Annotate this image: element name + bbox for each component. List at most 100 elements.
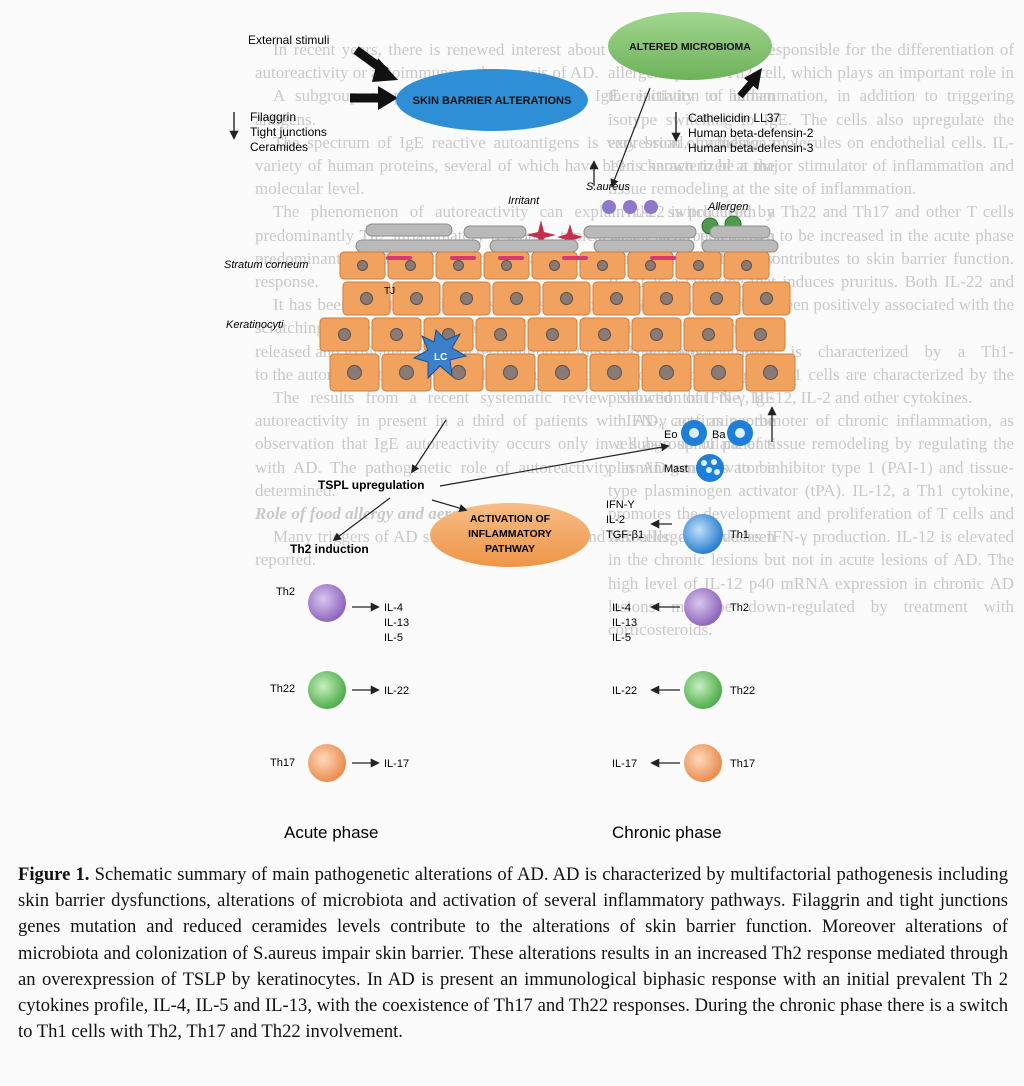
- keratinocyte-nucleus: [510, 292, 523, 305]
- chronic-il13: IL-13: [612, 617, 637, 629]
- keratinocyte-nucleus: [660, 292, 673, 305]
- keratinocyte-nucleus: [650, 328, 663, 341]
- keratinocyte-layer: [319, 251, 796, 392]
- acute-il13: IL-13: [384, 617, 409, 629]
- keratinocyte-nucleus: [405, 260, 416, 271]
- ceramides-label: Ceramides: [250, 140, 308, 154]
- mast-cell-icon: [696, 454, 724, 482]
- eo-label: Eo: [664, 429, 677, 441]
- tj-label: TJ: [384, 286, 395, 297]
- acute-th17-label: Th17: [270, 757, 295, 769]
- connector-arrow: [439, 443, 670, 487]
- altered-microbioma-ellipse: [608, 12, 772, 80]
- keratinocyte-nucleus: [451, 365, 466, 380]
- stimuli-arrow-icon: [353, 46, 398, 82]
- filaggrin-label: Filaggrin: [250, 110, 296, 124]
- figure-caption: Figure 1. Schematic summary of main path…: [18, 862, 1008, 1045]
- chronic-th17-label: Th17: [730, 758, 755, 770]
- chronic-th2-cell-icon: [684, 588, 722, 626]
- th1-cell-icon: [683, 514, 723, 554]
- keratinocyte-nucleus: [711, 365, 726, 380]
- keratinocyte-nucleus: [390, 328, 403, 341]
- connector-arrow: [610, 87, 651, 188]
- keratinocyte-nucleus: [710, 292, 723, 305]
- mast-label: Mast: [664, 463, 688, 475]
- tight-junction-markers: [386, 256, 676, 260]
- skin-barrier-ellipse: [396, 69, 588, 131]
- saureus-label: S.aureus: [586, 181, 631, 193]
- keratinocyte-nucleus: [659, 365, 674, 380]
- keratinocyte-nucleus: [754, 328, 767, 341]
- th1-cytokine-il2: IL-2: [606, 514, 625, 526]
- allergen-label: Allergen: [707, 201, 748, 213]
- caption-text: Schematic summary of main pathogenetic a…: [18, 864, 1008, 1043]
- acute-il5: IL-5: [384, 632, 403, 644]
- acute-th2-label: Th2: [276, 586, 295, 598]
- acute-il4: IL-4: [384, 602, 403, 614]
- chronic-il5: IL-5: [612, 632, 631, 644]
- basophil-icon: [727, 420, 753, 446]
- keratinocyte-nucleus: [399, 365, 414, 380]
- keratinocyte-nucleus: [347, 365, 362, 380]
- stratum-corneum-layer: [355, 223, 779, 253]
- acute-th17-cell-icon: [308, 744, 346, 782]
- keratinocyte-nucleus: [501, 260, 512, 271]
- lc-label: LC: [434, 352, 447, 363]
- activation-label-line3: PATHWAY: [485, 543, 535, 555]
- keratinocyti-label: Keratinocyti: [226, 319, 284, 331]
- activation-label-line2: INFLAMMATORY: [468, 528, 552, 540]
- keratinocyte-nucleus: [546, 328, 559, 341]
- ba-label: Ba: [712, 429, 726, 441]
- acute-th2-cell-icon: [308, 584, 346, 622]
- acute-il17: IL-17: [384, 758, 409, 770]
- keratinocyte-nucleus: [549, 260, 560, 271]
- stratum-corneum-label: Stratum corneum: [224, 259, 308, 271]
- keratinocyte-nucleus: [760, 292, 773, 305]
- acute-phase-label: Acute phase: [284, 823, 379, 842]
- connector-arrow: [411, 419, 447, 474]
- irritant-label: Irritant: [508, 195, 540, 207]
- keratinocyte-nucleus: [357, 260, 368, 271]
- chronic-th22-cell-icon: [684, 671, 722, 709]
- keratinocyte-nucleus: [555, 365, 570, 380]
- keratinocyte-nucleus: [693, 260, 704, 271]
- chronic-th17-cell-icon: [684, 744, 722, 782]
- chronic-th2-label: Th2: [730, 602, 749, 614]
- th1-label: Th1: [730, 529, 749, 541]
- chronic-il17: IL-17: [612, 758, 637, 770]
- external-stimuli-label: External stimuli: [248, 33, 329, 47]
- keratinocyte-nucleus: [702, 328, 715, 341]
- acute-th22-cell-icon: [308, 671, 346, 709]
- irritant-star-icon: [526, 220, 583, 250]
- microbioma-arrow-icon: [737, 68, 762, 99]
- keratinocyte-nucleus: [607, 365, 622, 380]
- keratinocyte-nucleus: [503, 365, 518, 380]
- saureus-bacteria-icon: [602, 200, 658, 214]
- tight-junctions-label: Tight junctions: [250, 125, 327, 139]
- cathelicidin-label: Cathelicidin LL37: [688, 111, 780, 125]
- th2-induction-label: Th2 induction: [290, 542, 369, 556]
- keratinocyte-nucleus: [610, 292, 623, 305]
- acute-il22: IL-22: [384, 685, 409, 697]
- keratinocyte-nucleus: [494, 328, 507, 341]
- stimuli-arrow-icon: [350, 86, 398, 110]
- skin-layers: Stratum corneum Keratinocyti TJ LC: [224, 223, 796, 392]
- chronic-il22: IL-22: [612, 685, 637, 697]
- caption-label: Figure 1.: [18, 864, 90, 885]
- chronic-th22-label: Th22: [730, 685, 755, 697]
- activation-ellipse: [430, 503, 590, 567]
- connector-arrow: [332, 497, 391, 542]
- keratinocyte-nucleus: [597, 260, 608, 271]
- beta-defensin-2-label: Human beta-defensin-2: [688, 126, 814, 140]
- keratinocyte-nucleus: [560, 292, 573, 305]
- keratinocyte-nucleus: [741, 260, 752, 271]
- chronic-phase-label: Chronic phase: [612, 823, 722, 842]
- keratinocyte-nucleus: [338, 328, 351, 341]
- keratinocyte-nucleus: [410, 292, 423, 305]
- chronic-il4: IL-4: [612, 602, 631, 614]
- acute-th22-label: Th22: [270, 683, 295, 695]
- th1-cytokine-ifn: IFN-Y: [606, 499, 635, 511]
- keratinocyte-nucleus: [763, 365, 778, 380]
- keratinocyte-nucleus: [360, 292, 373, 305]
- ad-pathogenesis-diagram: External stimuli SKIN BARRIER ALTERATION…: [224, 12, 814, 842]
